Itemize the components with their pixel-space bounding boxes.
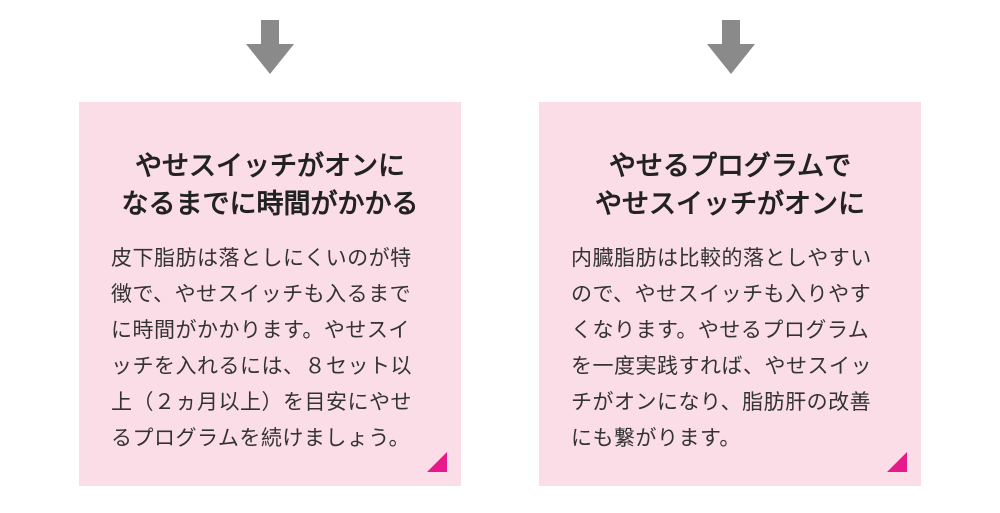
card-title-line: なるまでに時間がかかる — [121, 189, 419, 220]
card-title-line: やせスイッチがオンに — [595, 189, 865, 220]
arrow-down-icon — [705, 20, 757, 76]
card-body: 内臓脂肪は比較的落としやすい ので、やせスイッチも入りやす くなります。やせるプ… — [571, 240, 901, 456]
card-body-line: るプログラムを続けましょう。 — [111, 426, 411, 450]
arrow-down-icon — [244, 20, 296, 76]
card-title-line: やせスイッチがオンに — [135, 151, 405, 182]
subcutaneous-fat-card: やせスイッチがオンに なるまでに時間がかかる 皮下脂肪は落としにくいのが特 徴で… — [79, 102, 461, 486]
corner-triangle-icon — [887, 452, 907, 472]
card-title: やせスイッチがオンに なるまでに時間がかかる — [79, 148, 461, 224]
card-body-line: 皮下脂肪は落としにくいのが特 — [111, 246, 412, 270]
card-body-line: に時間がかかります。やせスイ — [111, 318, 410, 342]
visceral-fat-card: やせるプログラムで やせスイッチがオンに 内臓脂肪は比較的落としやすい ので、や… — [539, 102, 921, 486]
card-body-line: 上（２ヵ月以上）を目安にやせ — [111, 390, 412, 414]
card-body-line: くなります。やせるプログラム — [571, 318, 870, 342]
card-body-line: 徴で、やせスイッチも入るまで — [111, 282, 412, 306]
card-body-line: ッチを入れるには、８セット以 — [111, 354, 412, 378]
card-title: やせるプログラムで やせスイッチがオンに — [539, 148, 921, 224]
card-body-line: にも繋がります。 — [571, 426, 741, 450]
card-body-line: を一度実践すれば、やせスイッ — [571, 354, 872, 378]
card-title-line: やせるプログラムで — [608, 151, 852, 182]
corner-triangle-icon — [427, 452, 447, 472]
card-body-line: ので、やせスイッチも入りやす — [571, 282, 872, 306]
card-body: 皮下脂肪は落としにくいのが特 徴で、やせスイッチも入るまで に時間がかかります。… — [111, 240, 441, 456]
card-body-line: 内臓脂肪は比較的落としやすい — [571, 246, 872, 270]
card-body-line: チがオンになり、脂肪肝の改善 — [571, 390, 872, 414]
